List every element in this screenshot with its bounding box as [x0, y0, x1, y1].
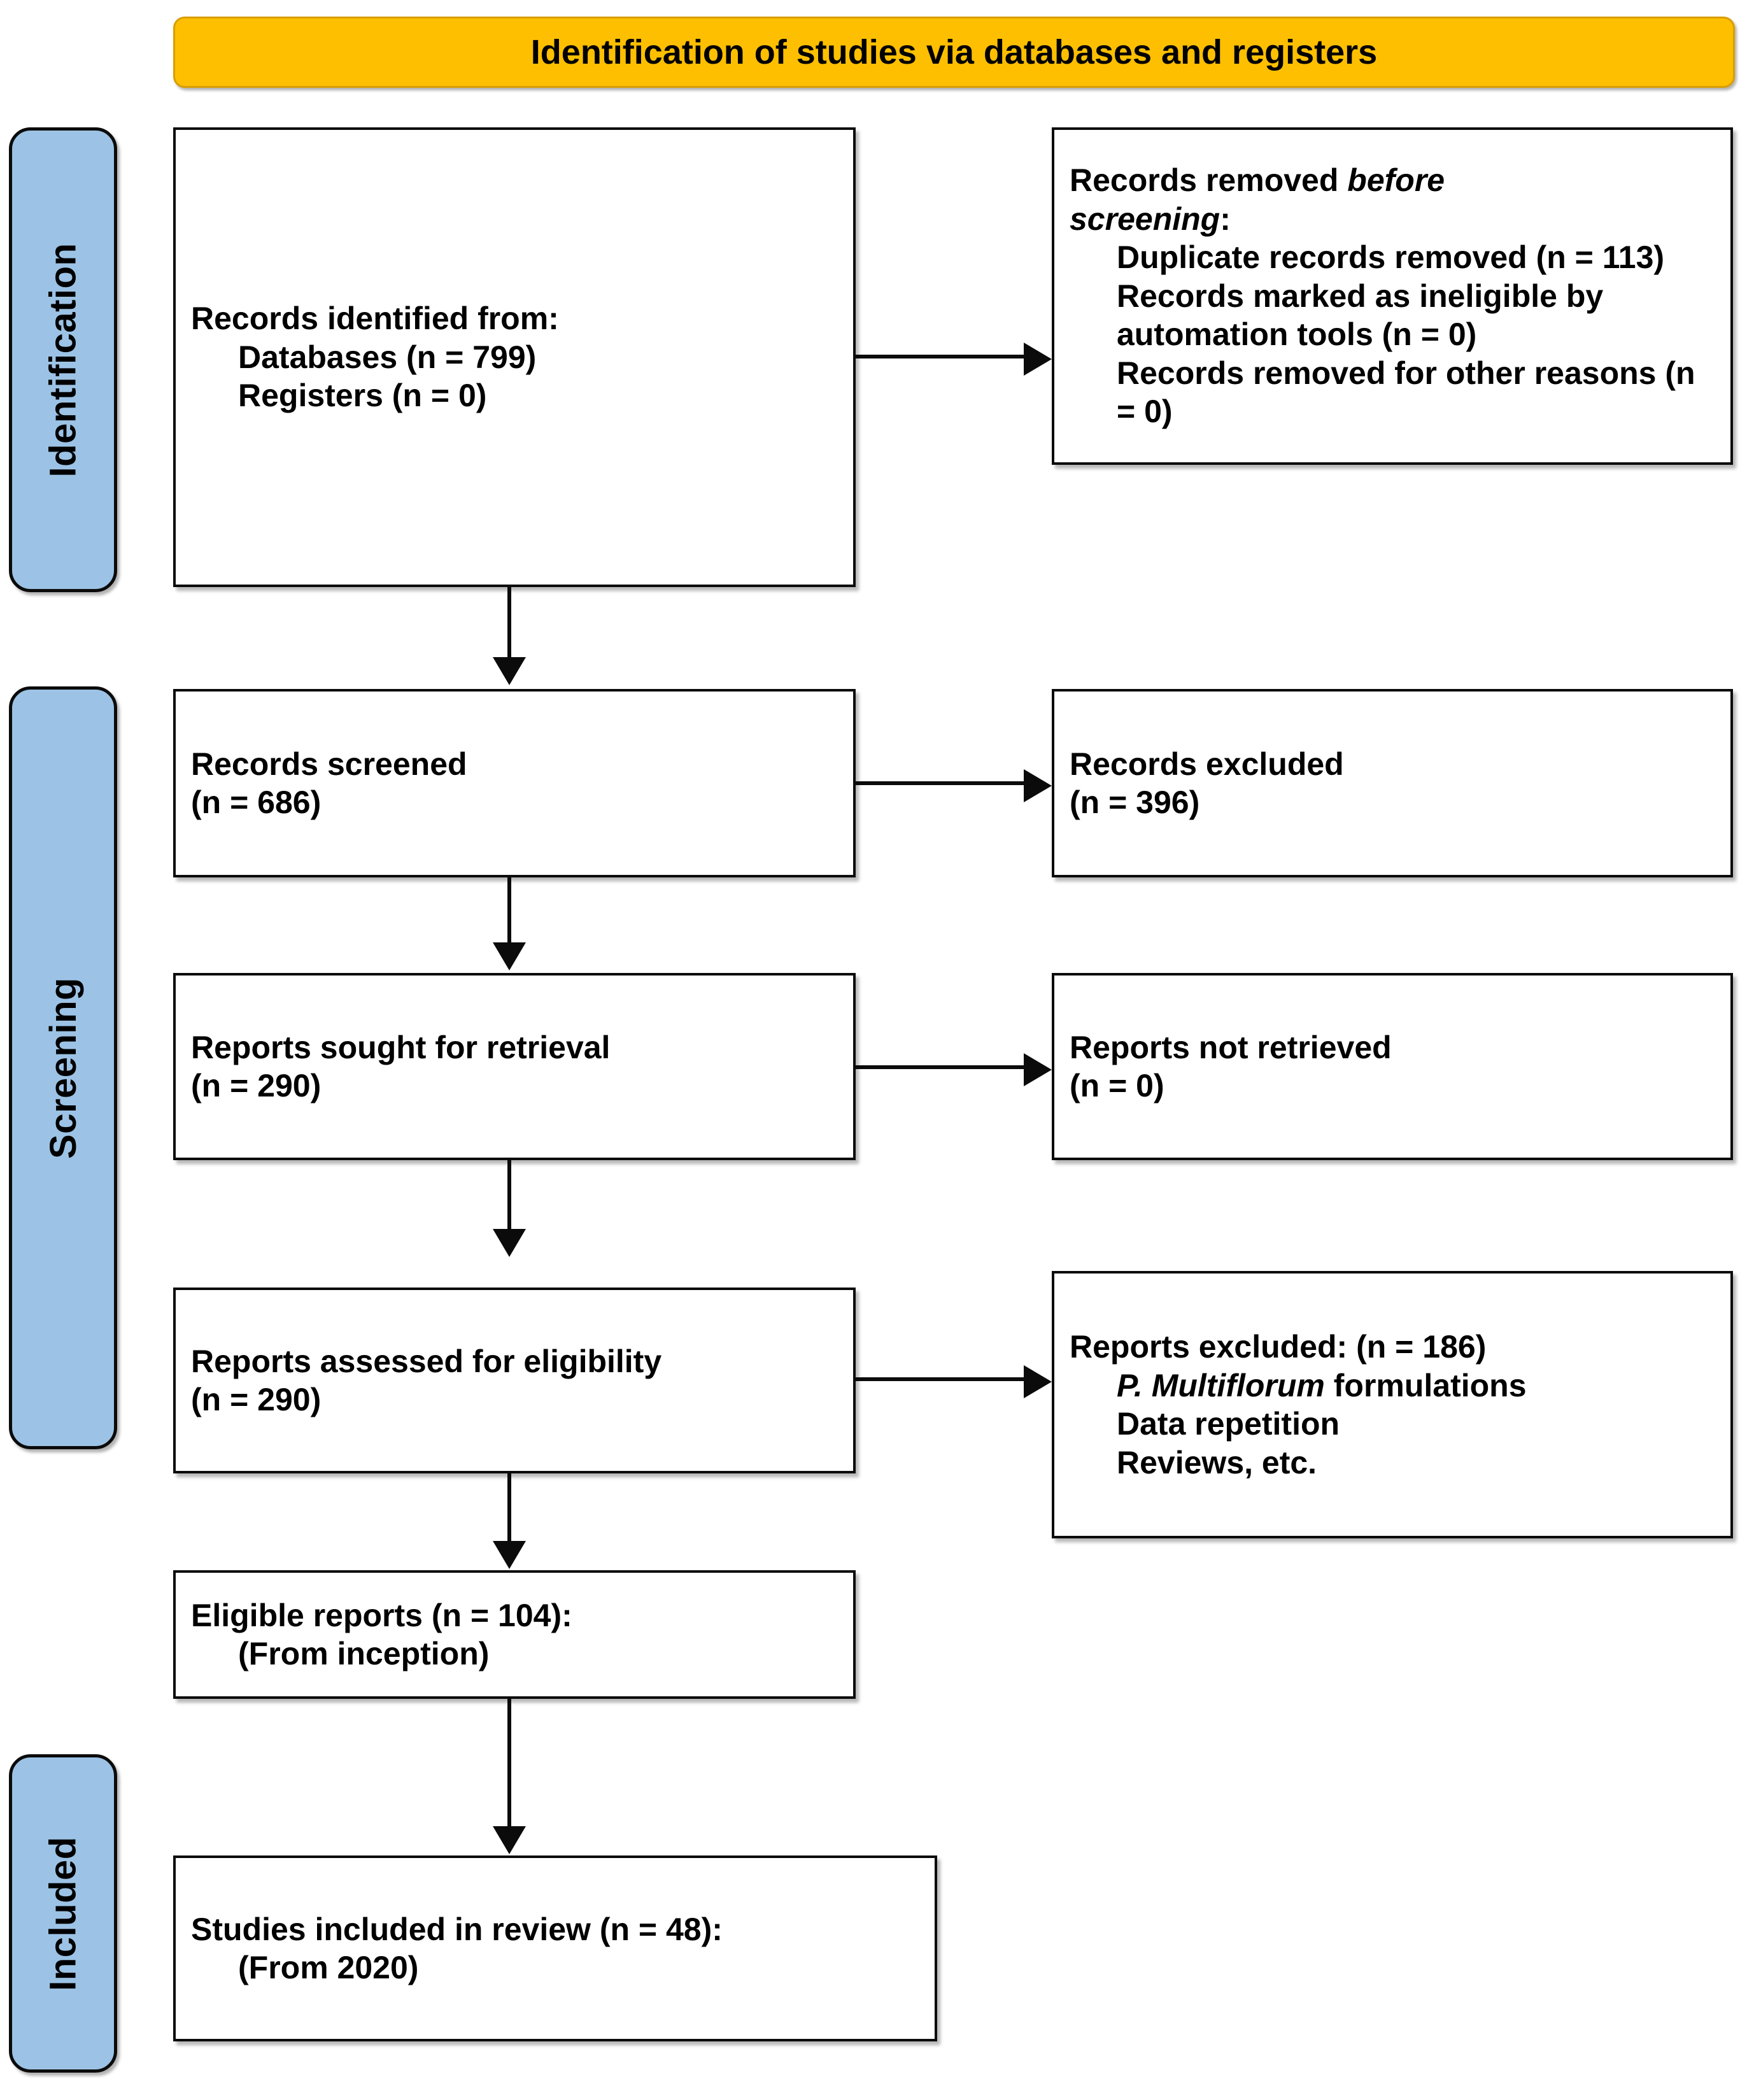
- records-removed-heading-italic-screening: screening: [1070, 201, 1220, 237]
- box-eligible-reports: Eligible reports (n = 104): (From incept…: [173, 1570, 856, 1699]
- reports-assessed-count: (n = 290): [191, 1382, 322, 1417]
- arrow-right-icon-4: [1024, 1365, 1052, 1398]
- box-reports-excluded: Reports excluded: (n = 186) P. Multiflor…: [1052, 1271, 1733, 1538]
- stage-label-identification: Identification: [9, 127, 117, 592]
- reports-sought-label: Reports sought for retrieval: [191, 1029, 611, 1065]
- records-removed-other: Records removed for other reasons (n = 0…: [1117, 355, 1704, 430]
- records-removed-heading: Records removed before: [1070, 161, 1715, 200]
- reports-excluded-species-italic: P. Multiflorum: [1117, 1367, 1325, 1403]
- records-removed-heading-colon: :: [1220, 201, 1231, 237]
- arrow-down-icon-2: [493, 942, 526, 970]
- reports-excluded-reason-repetition: Data repetition: [1117, 1406, 1340, 1442]
- connector-screened-to-excluded: [856, 781, 1026, 785]
- connector-assessed-to-reports-excluded: [856, 1377, 1026, 1381]
- stage-label-screening: Screening: [9, 686, 117, 1449]
- box-records-identified: Records identified from: Databases (n = …: [173, 127, 856, 587]
- records-identified-heading: Records identified from:: [191, 301, 559, 337]
- records-excluded-label: Records excluded: [1070, 746, 1344, 782]
- records-removed-heading-plain: Records removed: [1070, 162, 1348, 199]
- box-reports-not-retrieved: Reports not retrieved (n = 0): [1052, 973, 1733, 1160]
- arrow-right-icon-3: [1024, 1053, 1052, 1086]
- eligible-reports-period: (From inception): [238, 1636, 490, 1671]
- records-removed-automation: Records marked as ineligible by automati…: [1117, 278, 1613, 353]
- stage-label-included-text: Included: [42, 1836, 84, 1991]
- reports-excluded-reason-reviews: Reviews, etc.: [1117, 1444, 1317, 1480]
- reports-excluded-reason-formulations: P. Multiflorum formulations: [1070, 1366, 1715, 1405]
- box-reports-assessed: Reports assessed for eligibility (n = 29…: [173, 1288, 856, 1473]
- arrow-down-icon-4: [493, 1541, 526, 1569]
- banner-identification-header: Identification of studies via databases …: [173, 17, 1735, 88]
- records-identified-databases: Databases (n = 799): [238, 339, 537, 375]
- reports-not-retrieved-label: Reports not retrieved: [1070, 1029, 1392, 1065]
- connector-eligible-to-included: [507, 1699, 511, 1827]
- records-excluded-count: (n = 396): [1070, 784, 1200, 820]
- records-identified-registers: Registers (n = 0): [238, 378, 487, 414]
- arrow-down-icon-5: [493, 1826, 526, 1854]
- reports-not-retrieved-count: (n = 0): [1070, 1068, 1164, 1103]
- records-removed-duplicates: Duplicate records removed (n = 113): [1117, 239, 1665, 276]
- studies-included-period: (From 2020): [238, 1950, 419, 1985]
- records-screened-count: (n = 686): [191, 784, 322, 820]
- arrow-right-icon-2: [1024, 769, 1052, 802]
- stage-label-identification-text: Identification: [42, 243, 84, 477]
- connector-identified-to-screened: [507, 587, 511, 658]
- box-records-excluded: Records excluded (n = 396): [1052, 689, 1733, 877]
- reports-assessed-label: Reports assessed for eligibility: [191, 1343, 662, 1379]
- arrow-right-icon-1: [1024, 343, 1052, 376]
- eligible-reports-label: Eligible reports (n = 104):: [191, 1597, 572, 1633]
- box-records-removed-before-screening: Records removed before screening: Duplic…: [1052, 127, 1733, 465]
- connector-screened-to-sought: [507, 877, 511, 944]
- box-reports-sought: Reports sought for retrieval (n = 290): [173, 973, 856, 1160]
- arrow-down-icon-3: [493, 1229, 526, 1257]
- stage-label-screening-text: Screening: [42, 977, 84, 1159]
- reports-sought-count: (n = 290): [191, 1068, 322, 1103]
- connector-sought-to-assessed: [507, 1160, 511, 1230]
- arrow-down-icon-1: [493, 657, 526, 685]
- records-removed-heading-2: screening:: [1070, 200, 1715, 239]
- banner-title: Identification of studies via databases …: [530, 32, 1378, 71]
- records-screened-label: Records screened: [191, 746, 467, 782]
- reports-excluded-heading: Reports excluded: (n = 186): [1070, 1329, 1487, 1365]
- connector-sought-to-not-retrieved: [856, 1065, 1026, 1069]
- stage-label-included: Included: [9, 1754, 117, 2073]
- reports-excluded-formulations-plain: formulations: [1324, 1367, 1527, 1403]
- connector-assessed-to-eligible: [507, 1473, 511, 1542]
- connector-identified-to-removed: [856, 355, 1026, 358]
- records-removed-heading-italic-before: before: [1347, 162, 1445, 199]
- studies-included-label: Studies included in review (n = 48):: [191, 1911, 723, 1947]
- box-studies-included: Studies included in review (n = 48): (Fr…: [173, 1855, 937, 2041]
- box-records-screened: Records screened (n = 686): [173, 689, 856, 877]
